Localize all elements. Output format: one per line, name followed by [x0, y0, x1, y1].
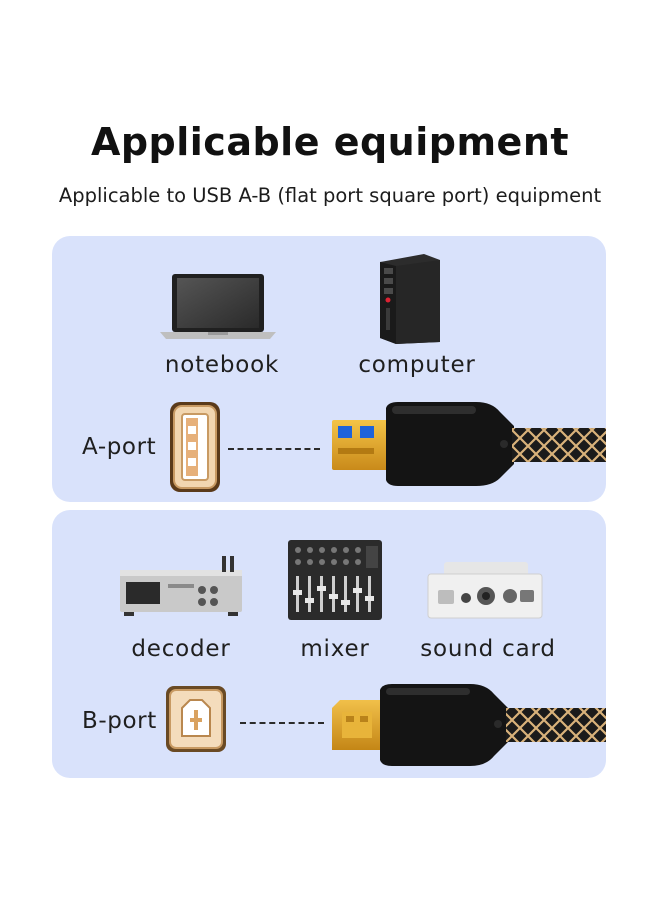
usb-a-port-icon [168, 400, 222, 494]
usb-b-port-icon [164, 684, 228, 754]
mixer-icon [286, 538, 384, 622]
device-label-decoder: decoder [131, 636, 231, 662]
desktop-tower-icon [374, 252, 444, 346]
port-label-b: B-port [82, 708, 157, 734]
usb-b-plug-icon [328, 680, 606, 770]
sound-card-icon [426, 560, 544, 620]
device-label-sound-card: sound card [420, 636, 556, 662]
device-label-notebook: notebook [164, 352, 280, 378]
device-label-mixer: mixer [300, 636, 370, 662]
device-label-computer: computer [358, 352, 476, 378]
port-label-a: A-port [82, 434, 157, 460]
connection-line-a [228, 448, 320, 450]
usb-a-plug-icon [328, 390, 606, 498]
page-title: Applicable equipment [90, 120, 570, 164]
panel-b-port: decoder mixer [52, 510, 606, 778]
page-subtitle: Applicable to USB A-B (flat port square … [58, 184, 602, 207]
decoder-icon [118, 554, 244, 618]
connection-line-b [240, 722, 324, 724]
laptop-icon [160, 272, 276, 340]
panel-a-port: notebook computer A-port [52, 236, 606, 502]
